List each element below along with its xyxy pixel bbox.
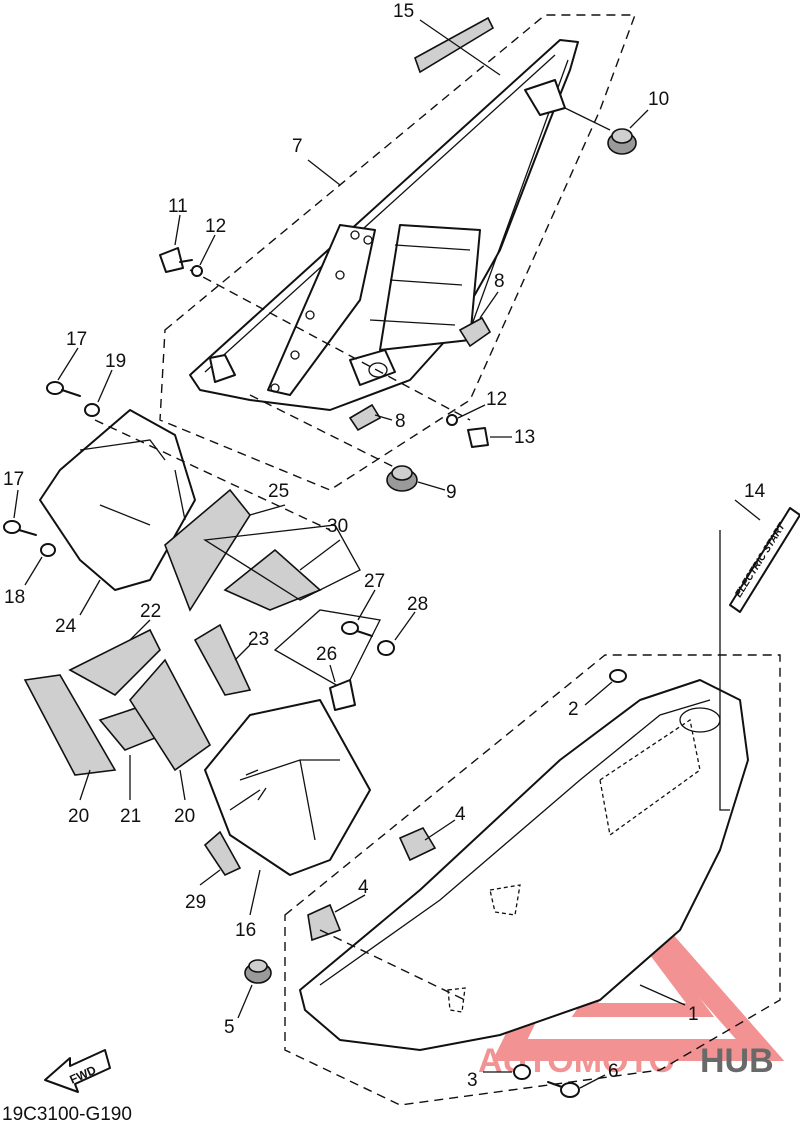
- part-16-battery-box: [204, 699, 371, 876]
- callout-27: 27: [364, 571, 385, 592]
- callout-11: 11: [168, 196, 188, 217]
- callout-16: 16: [235, 920, 256, 941]
- part-12-washer-upper: [191, 265, 203, 277]
- part-6-bolt: [547, 1081, 580, 1098]
- part-1-side-cover: [299, 679, 749, 1051]
- part-24-bracket: [39, 409, 196, 591]
- callout-8-lower: 8: [395, 411, 406, 432]
- part-2-grommet: [609, 669, 627, 683]
- callout-3: 3: [467, 1070, 478, 1091]
- part-5-grommet: [244, 959, 272, 984]
- callout-12-lower: 12: [486, 389, 507, 410]
- callout-12-upper: 12: [205, 216, 226, 237]
- part-22-pad: [68, 628, 161, 696]
- part-11-screw: [159, 247, 193, 273]
- callout-2: 2: [568, 699, 579, 720]
- part-28-collar: [377, 640, 395, 656]
- callout-24: 24: [55, 616, 77, 637]
- part-30-cover: [223, 548, 322, 611]
- watermark-text-hub: HUB: [700, 1042, 774, 1080]
- part-30-frame: [203, 524, 361, 601]
- part-4-pad-upper: [398, 826, 437, 862]
- part-17-bolt-upper: [46, 381, 81, 397]
- callout-14: 14: [744, 481, 766, 502]
- callout-19: 19: [105, 351, 126, 372]
- part-9-grommet: [386, 465, 418, 492]
- watermark-text-auto: AUTOMOTO: [478, 1042, 675, 1080]
- part-15-label-sticker: [414, 16, 495, 74]
- callout-10: 10: [648, 89, 669, 110]
- callout-1: 1: [688, 1004, 699, 1025]
- callout-4-upper: 4: [455, 804, 466, 825]
- callout-25: 25: [268, 481, 289, 502]
- assembly-outline-upper: [159, 14, 637, 491]
- part-10-grommet: [607, 128, 637, 155]
- callout-17-upper: 17: [66, 329, 87, 350]
- part-18-collar: [40, 543, 56, 557]
- callout-26: 26: [316, 644, 337, 665]
- forward-direction-arrow: FWD: [44, 1049, 111, 1093]
- callout-30: 30: [327, 516, 348, 537]
- callout-28: 28: [407, 594, 428, 615]
- part-27-bolt: [341, 621, 373, 637]
- callout-21: 21: [120, 806, 141, 827]
- part-4-pad-lower: [307, 903, 342, 942]
- assembly-link-lines: [273, 609, 381, 691]
- callout-7: 7: [292, 136, 303, 157]
- part-19-collar: [84, 403, 100, 417]
- callout-4-lower: 4: [358, 877, 369, 898]
- part-23-pad: [193, 623, 252, 696]
- part-8-pad-upper: [458, 316, 492, 348]
- callout-18: 18: [4, 587, 25, 608]
- part-13-nut: [467, 427, 489, 448]
- assembly-outline-lower: [284, 654, 781, 1106]
- part-29-pad: [203, 830, 242, 877]
- part-26-clip: [329, 679, 356, 711]
- leader-lines: [13, 19, 761, 1089]
- callout-9: 9: [446, 482, 457, 503]
- callout-20-right: 20: [174, 806, 195, 827]
- part-12-washer-lower: [446, 414, 458, 426]
- callout-labels: 15 10 7 11 12 8 17 19 12 8 13 9 14 25 17…: [3, 1, 766, 1091]
- callout-17-lower: 17: [3, 469, 24, 490]
- part-17-bolt-lower: [3, 520, 37, 536]
- callout-5: 5: [224, 1017, 235, 1038]
- part-3-collar: [513, 1064, 531, 1080]
- callout-29: 29: [185, 892, 206, 913]
- callout-6: 6: [608, 1061, 619, 1082]
- diagram-code: 19C3100-G190: [2, 1104, 132, 1124]
- callout-15: 15: [393, 1, 414, 22]
- callout-8-upper: 8: [494, 271, 505, 292]
- callout-20-left: 20: [68, 806, 89, 827]
- part-20-pad-left: [23, 674, 117, 776]
- part-20-pad-right: [129, 658, 212, 772]
- sticker-text: ELECTRIC START: [733, 521, 788, 600]
- callout-22: 22: [140, 601, 161, 622]
- part-8-pad-lower: [348, 403, 382, 432]
- callout-23: 23: [248, 629, 269, 650]
- part-7-side-cover-inner: [189, 39, 579, 411]
- callout-13: 13: [514, 427, 535, 448]
